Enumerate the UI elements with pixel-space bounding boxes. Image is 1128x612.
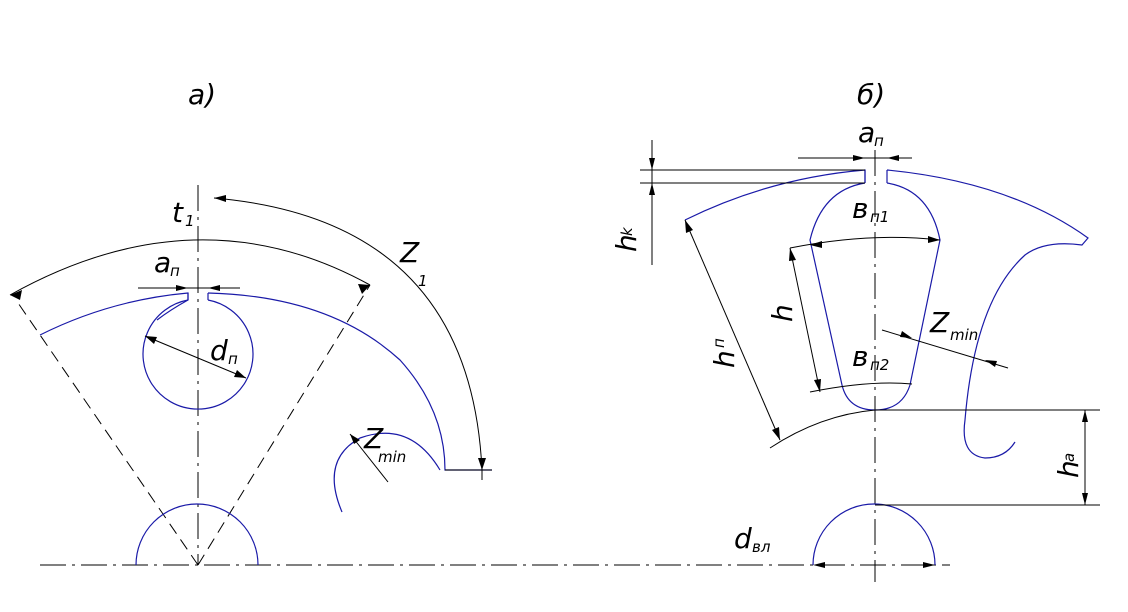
panel-a-z1-subscript: 1 — [418, 272, 428, 290]
panel-a-an-subscript: п — [170, 262, 180, 280]
panel-b-arrowhead — [813, 562, 825, 568]
panel-b-arrowhead — [985, 360, 997, 367]
panel-b-arrowhead — [810, 241, 822, 248]
panel-a-zmin-subscript: min — [378, 448, 406, 466]
panel-b-arrowhead — [887, 155, 899, 161]
panel-b-arrowhead — [1082, 493, 1088, 505]
panel-b-h-dim-line — [789, 247, 821, 393]
panel-b-b1-subscript: п1 — [870, 208, 889, 226]
panel-b-dvl-subscript: вл — [752, 538, 771, 556]
panel-a-arrowhead — [145, 336, 157, 344]
panel-a-core-outline-right — [207, 292, 492, 471]
panel-b-hk-label: h — [610, 234, 643, 252]
panel-b-b1-label: в — [852, 192, 869, 225]
panel-b-arrowhead — [928, 236, 940, 243]
panel-b: б) a п h k в п1 h h п Z min в п2 h a d в… — [610, 78, 1100, 582]
panel-b-hn-dim-line — [684, 219, 781, 441]
panel-b-arrowhead — [649, 183, 655, 195]
panel-b-h-label: h — [766, 304, 799, 322]
panel-a-arrowhead — [10, 290, 22, 300]
panel-a-sector-line-left — [15, 299, 199, 566]
panel-a-core-outline — [39, 292, 189, 336]
panel-a-arrowhead — [208, 285, 220, 291]
panel-a-arrowhead — [478, 458, 486, 470]
panel-b-tooth-outline-left — [684, 169, 866, 221]
panel-a-next-slot-arc — [333, 432, 441, 513]
panel-a-an-label: a — [154, 246, 171, 279]
panel-a-dn-subscript: п — [228, 350, 238, 368]
panel-b-b1-dim-arc — [789, 236, 941, 249]
panel-b-title: б) — [857, 78, 885, 111]
panel-b-zmin-subscript: min — [950, 326, 978, 344]
panel-a-zmin-label: Z — [363, 422, 384, 455]
panel-a-t1-subscript: 1 — [185, 212, 195, 230]
panel-b-ha-subscript: a — [1060, 453, 1078, 462]
panel-b-zmin-label: Z — [929, 306, 950, 339]
panel-b-tooth-outline-right — [886, 169, 1089, 459]
panel-b-hn-label: h — [708, 350, 741, 368]
panel-b-arrowhead — [685, 220, 693, 233]
panel-a-sector-line-right — [197, 284, 371, 566]
panel-b-an-label: a — [858, 116, 875, 149]
panel-b-an-subscript: п — [874, 132, 884, 150]
panel-b-hk-subscript: k — [618, 226, 636, 236]
panel-a-arrowhead — [234, 370, 246, 378]
panel-b-arrowhead — [649, 158, 655, 170]
panel-a-arrowhead — [358, 284, 370, 294]
panel-a-title: а) — [188, 78, 216, 111]
panel-a-t1-arc — [9, 239, 371, 296]
panel-b-b2-subscript: п2 — [870, 356, 889, 374]
panel-b-yoke-arc — [769, 409, 1100, 449]
panel-b-arrowhead — [772, 427, 780, 440]
panel-a-dn-dim-line — [144, 335, 247, 379]
panel-b-arrowhead — [1082, 410, 1088, 422]
panel-b-arrowhead — [814, 379, 821, 392]
panel-a-shaft-arc — [135, 503, 259, 566]
panel-b-arrowhead — [923, 562, 935, 568]
panel-b-b2-label: в — [852, 340, 869, 373]
panel-a-z1-label: Z — [399, 236, 420, 269]
panel-b-ha-label: h — [1052, 460, 1085, 478]
panel-b-arrowhead — [853, 155, 865, 161]
panel-b-shaft-arc — [812, 503, 936, 566]
panel-a-t1-label: t — [172, 196, 184, 229]
panel-a: а) t 1 a п d п Z 1 Z min — [9, 78, 492, 566]
panel-b-arrowhead — [900, 331, 912, 338]
panel-b-b2-dim-arc — [809, 382, 913, 393]
panel-a-round-slot — [142, 299, 254, 410]
panel-a-arrowhead — [350, 434, 360, 444]
panel-a-z1-arc — [213, 197, 483, 471]
panel-b-dvl-label: d — [734, 522, 752, 555]
panel-a-arrowhead — [176, 285, 188, 291]
panel-a-dn-label: d — [210, 334, 228, 367]
panel-b-hn-subscript: п — [710, 338, 728, 348]
panel-a-arrowhead — [214, 195, 226, 202]
panel-b-arrowhead — [789, 248, 796, 261]
